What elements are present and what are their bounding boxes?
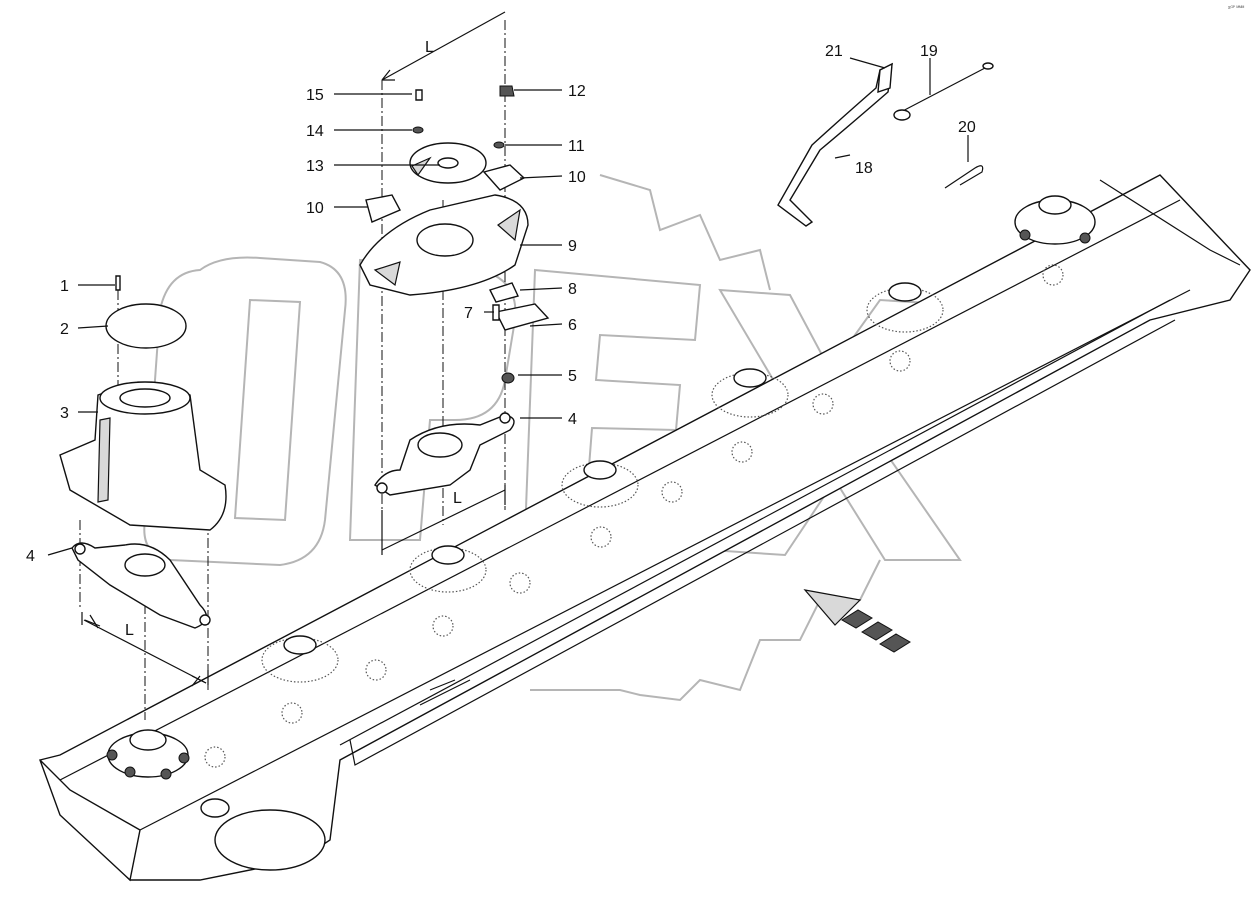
middle-assembly: L L xyxy=(359,11,550,555)
drum-part-3 xyxy=(59,381,227,531)
callout-6: 6 xyxy=(568,317,577,334)
washer-part-14 xyxy=(412,126,424,134)
disc-part-9 xyxy=(359,194,529,296)
cable-part-19 xyxy=(894,67,986,116)
callout-10-right: 10 xyxy=(568,169,586,186)
callout-14: 14 xyxy=(306,123,324,140)
callout-1: 1 xyxy=(60,278,69,295)
disc-housing-5 xyxy=(711,368,789,418)
disc-housing-3 xyxy=(409,545,487,593)
callout-7: 7 xyxy=(464,305,473,322)
callout-11: 11 xyxy=(568,138,585,155)
knife-holder-part-10-right xyxy=(482,164,526,191)
callout-leaders xyxy=(47,57,969,556)
dimension-L-middle: L xyxy=(453,490,462,507)
callout-13: 13 xyxy=(306,158,324,175)
callout-4-left: 4 xyxy=(26,548,35,565)
direction-arrow xyxy=(803,589,911,653)
disc-housing-4 xyxy=(561,460,639,508)
mount-plate-part-4-middle xyxy=(374,412,515,496)
nut-part-5 xyxy=(501,372,515,384)
disc-housing-6 xyxy=(866,282,944,333)
pin-part-20 xyxy=(944,165,984,189)
callout-18: 18 xyxy=(855,160,873,177)
callout-19: 19 xyxy=(920,43,938,60)
dimension-L-top: L xyxy=(425,39,434,56)
bolt-part-7 xyxy=(492,304,500,321)
callout-12: 12 xyxy=(568,83,586,100)
mount-plate-part-4-left xyxy=(71,542,211,629)
knife-holder-part-10-left xyxy=(365,194,401,223)
corner-code: sᴳᴾ ᴹᴹᴹ xyxy=(1228,5,1245,11)
disc-housing-7 xyxy=(1014,195,1096,245)
nut-part-12 xyxy=(499,85,515,97)
callout-2: 2 xyxy=(60,321,69,338)
callout-20: 20 xyxy=(958,119,976,136)
tool-assembly xyxy=(777,62,994,227)
callout-8: 8 xyxy=(568,281,577,298)
bolt-part-1 xyxy=(115,275,121,291)
plate-part-8 xyxy=(489,282,519,303)
dimension-L-left: L xyxy=(125,622,134,639)
disc-housing-2 xyxy=(261,635,339,683)
bolt-part-15 xyxy=(415,89,423,101)
grip-part-21 xyxy=(877,62,893,94)
knife-part-6 xyxy=(494,303,550,331)
disc-housing-1 xyxy=(106,729,190,780)
callout-9: 9 xyxy=(568,238,577,255)
callout-5: 5 xyxy=(568,368,577,385)
cutter-bar-frame xyxy=(38,174,1251,882)
disc-housings xyxy=(106,195,1096,780)
lever-part-18 xyxy=(777,62,893,227)
callout-15: 15 xyxy=(306,87,324,104)
washer-part-11 xyxy=(493,141,505,149)
cover-disc-part-2 xyxy=(105,303,187,349)
left-assembly: L xyxy=(59,275,227,720)
hub-plate-part-13 xyxy=(409,142,487,184)
callout-labels: 1 2 3 4 4 5 6 7 8 9 10 10 11 12 13 14 15… xyxy=(26,43,976,565)
callout-4-middle: 4 xyxy=(568,411,577,428)
callout-21: 21 xyxy=(825,43,843,60)
callout-10-left: 10 xyxy=(306,200,324,217)
callout-3: 3 xyxy=(60,405,69,422)
